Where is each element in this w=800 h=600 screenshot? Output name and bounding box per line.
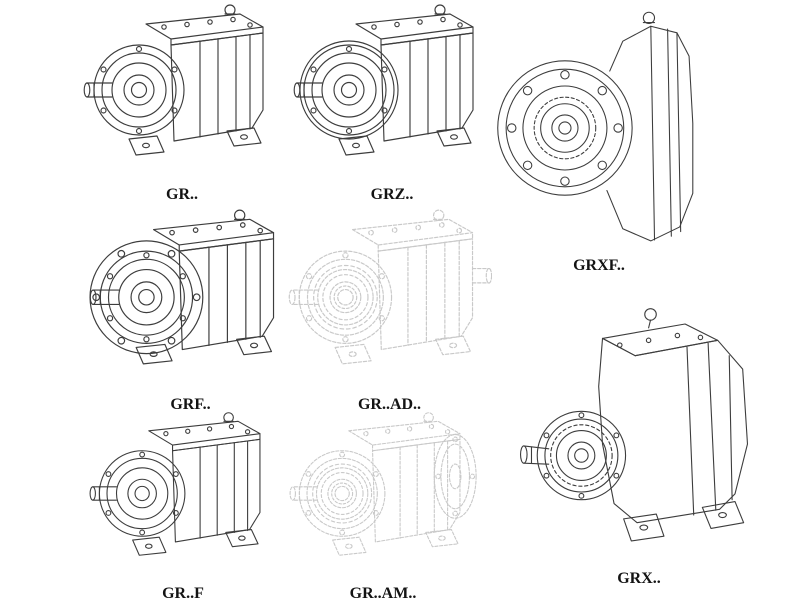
figure-gr-f-label: GR..F <box>162 584 204 600</box>
figure-gr-ad: GR..AD.. <box>287 205 492 414</box>
gearbox-drawing-grf <box>89 209 275 365</box>
input-adapter-shaft-overlay <box>471 267 492 284</box>
figure-grf: GRF.. <box>88 205 293 414</box>
figure-gr-f: GR..F <box>88 408 278 600</box>
figure-gr-am: GR..AM.. <box>288 408 478 600</box>
figure-gr-am-label: GR..AM.. <box>349 584 417 600</box>
figure-gr-label: GR.. <box>166 186 198 203</box>
gearbox-drawing-gr <box>83 4 264 156</box>
figure-grx-label: GRX.. <box>617 569 661 587</box>
figure-grxf-label: GRXF.. <box>573 256 625 274</box>
figure-grxf: GRXF.. <box>494 2 704 275</box>
gearbox-drawing-gr-f <box>89 412 261 556</box>
gear-teeth-overlay <box>312 463 373 524</box>
figure-grz-label: GRZ.. <box>370 186 414 203</box>
figure-gr-ad-label: GR..AD.. <box>357 395 422 413</box>
gear-teeth-overlay <box>313 264 378 330</box>
gearbox-drawing-gr-am <box>289 412 477 556</box>
figure-grf-label: GRF.. <box>170 395 211 413</box>
gearbox-drawing-grxf <box>497 11 694 242</box>
figure-grx: GRX.. <box>495 300 783 588</box>
gearbox-drawing-grx <box>519 308 749 542</box>
gearbox-drawing-gr-ad <box>288 209 492 365</box>
gearbox-drawing-grz <box>293 4 474 156</box>
figure-gr: GR.. <box>82 0 282 204</box>
input-flange-overlay <box>89 240 204 355</box>
motor-adapter-flange-overlay <box>433 434 477 519</box>
figure-grz: GRZ.. <box>292 0 492 204</box>
